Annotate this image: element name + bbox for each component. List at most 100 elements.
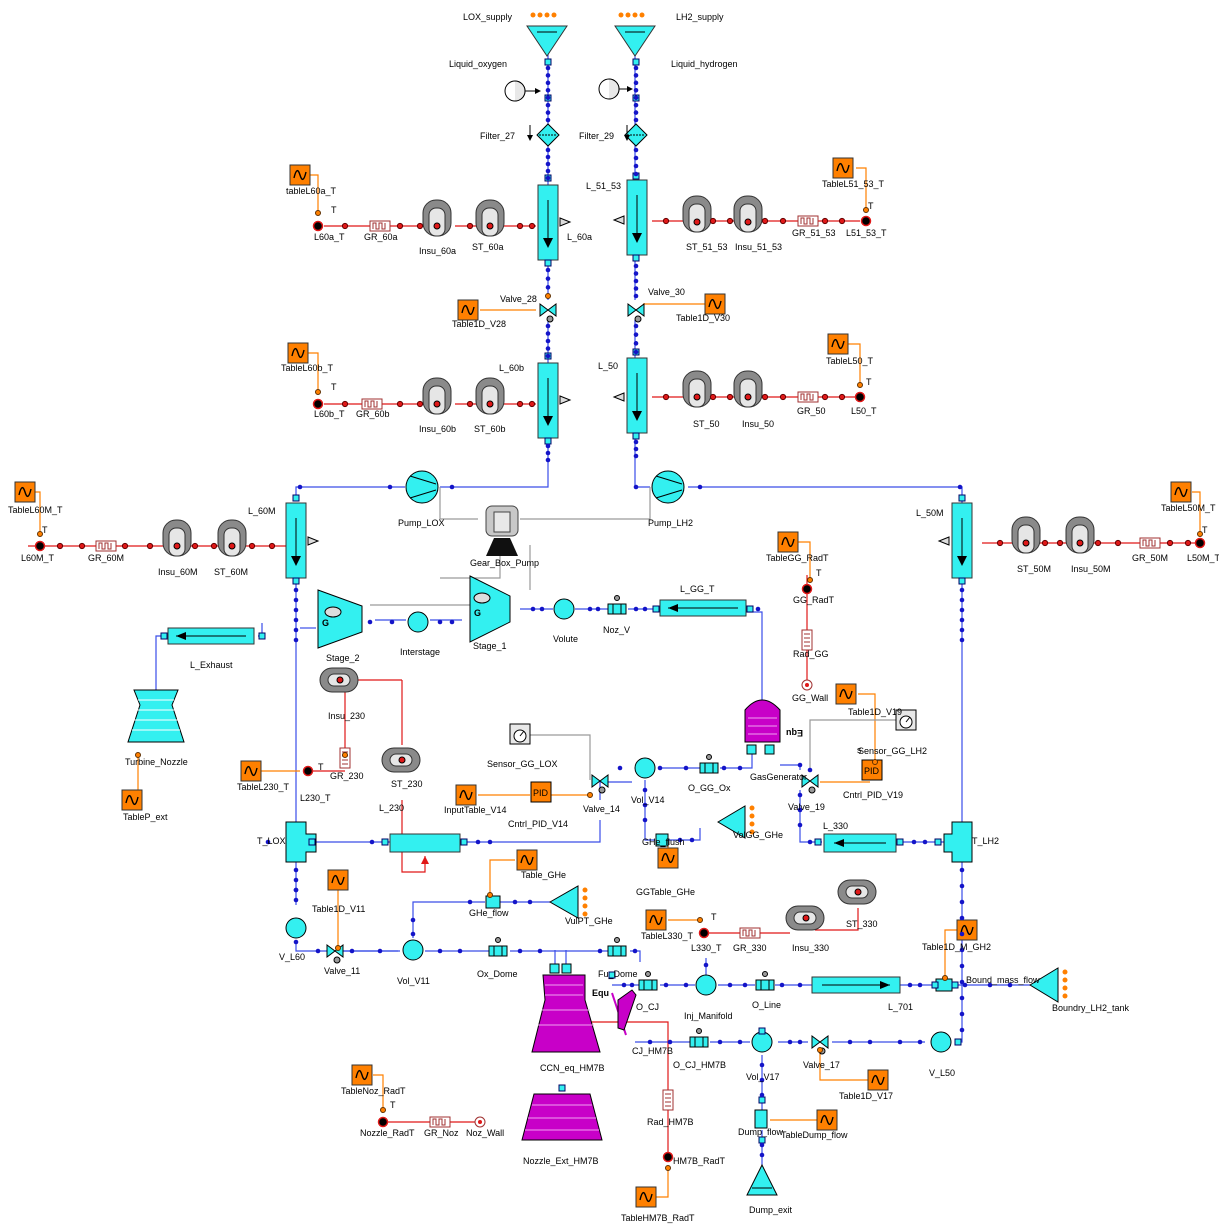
insu-60m-icon[interactable] (163, 520, 191, 556)
table-gg-radt-icon[interactable] (778, 532, 798, 552)
l60a-t-node-icon[interactable] (314, 222, 323, 231)
st-51-53-icon[interactable] (683, 196, 711, 232)
liquid-hydrogen-icon[interactable] (599, 79, 632, 99)
pipe-l-50-icon[interactable] (614, 358, 647, 433)
st-60a-icon[interactable] (476, 200, 504, 236)
valve-28-icon[interactable] (540, 304, 556, 322)
rad-gg-resistor-icon[interactable] (802, 630, 812, 650)
hm7b-radt-node-icon[interactable] (664, 1153, 673, 1162)
table1d-v19-icon[interactable] (836, 684, 856, 704)
table-dump-flow-icon[interactable] (817, 1110, 837, 1130)
table-ghe-icon[interactable] (517, 850, 537, 870)
valve-30-icon[interactable] (628, 304, 644, 322)
pipe-l-230-icon[interactable] (390, 834, 460, 866)
pump-lox-icon[interactable] (406, 471, 438, 503)
o-cj-hm7b-icon[interactable] (690, 1029, 708, 1048)
l50m-t-node-icon[interactable] (1196, 539, 1205, 548)
gr-50-resistor-icon[interactable] (798, 392, 818, 402)
pid-v19-icon[interactable]: PID (862, 760, 882, 780)
l50-t-node-icon[interactable] (856, 393, 865, 402)
l60b-t-node-icon[interactable] (314, 400, 323, 409)
turbine-stage-1-icon[interactable]: G (470, 576, 510, 642)
gg-radt-node-icon[interactable] (803, 585, 812, 594)
table1d-m-gh2-icon[interactable] (957, 920, 977, 940)
volute-volume-icon[interactable] (554, 599, 574, 619)
rad-hm7b-resistor-icon[interactable] (663, 1090, 673, 1110)
volume-v-l60-icon[interactable] (286, 918, 306, 938)
l60m-t-node-icon[interactable] (36, 542, 45, 551)
filter-29-icon[interactable] (625, 124, 647, 146)
table1d-v11-icon[interactable] (328, 870, 348, 890)
volume-vol-v11-icon[interactable] (403, 940, 423, 960)
boundary-lh2-tank-icon[interactable] (1030, 968, 1068, 1002)
ox-dome-icon[interactable] (489, 938, 507, 957)
table-l60a-t-icon[interactable] (290, 165, 310, 185)
gg-table-ghe-icon[interactable] (658, 848, 678, 868)
turbine-nozzle-icon[interactable] (128, 690, 184, 742)
volume-v-l50-icon[interactable] (931, 1032, 951, 1052)
table-l51-53-t-icon[interactable] (833, 158, 853, 178)
gg-wall-icon[interactable] (802, 680, 812, 690)
cj-hm7b-icon[interactable] (618, 990, 636, 1030)
lh2-supply-icon[interactable] (615, 13, 655, 57)
volume-inj-manifold-icon[interactable] (696, 975, 716, 995)
gr-60b-resistor-icon[interactable] (362, 399, 382, 409)
pipe-l-60b-icon[interactable] (538, 363, 570, 438)
volume-vol-v14-icon[interactable] (635, 758, 655, 778)
nozzle-radt-node-icon[interactable] (379, 1118, 388, 1127)
noz-wall-icon[interactable] (475, 1117, 485, 1127)
table-l230-t-icon[interactable] (241, 761, 261, 781)
sensor-gg-lox-icon[interactable] (510, 724, 530, 744)
table-noz-radt-icon[interactable] (352, 1065, 372, 1085)
pipe-l-330-icon[interactable] (824, 834, 896, 852)
table-l50-t-icon[interactable] (828, 334, 848, 354)
vul-pt-ghe-icon[interactable] (550, 886, 588, 918)
insu-230-icon[interactable] (320, 668, 358, 692)
l230-t-node-icon[interactable] (304, 767, 313, 776)
st-330-icon[interactable] (838, 880, 876, 904)
o-gg-ox-icon[interactable] (700, 755, 718, 774)
st-60b-icon[interactable] (476, 378, 504, 414)
liquid-oxygen-icon[interactable] (505, 81, 540, 101)
table-hm7b-radt-icon[interactable] (636, 1187, 656, 1207)
turbine-stage-2-icon[interactable]: G (318, 590, 362, 648)
insu-60a-icon[interactable] (423, 200, 451, 236)
table-l50m-t-icon[interactable] (1171, 482, 1191, 502)
input-table-v14-icon[interactable] (456, 785, 476, 805)
insu-330-icon[interactable] (786, 906, 824, 930)
gr-60m-resistor-icon[interactable] (96, 541, 116, 551)
fu-dome-icon[interactable] (608, 938, 626, 957)
interstage-volume-icon[interactable] (408, 612, 428, 632)
table-p-ext-icon[interactable] (122, 790, 142, 810)
st-50m-icon[interactable] (1012, 517, 1040, 553)
noz-v-icon[interactable] (608, 596, 626, 615)
table-l330-t-icon[interactable] (646, 910, 666, 930)
gas-generator-icon[interactable]: Equ (745, 700, 803, 754)
st-230-icon[interactable] (382, 748, 420, 772)
pipe-l-701-icon[interactable] (812, 977, 900, 993)
gr-51-53-resistor-icon[interactable] (798, 216, 818, 226)
tee-lh2-icon[interactable] (944, 822, 972, 862)
gear-box-pump-icon[interactable] (486, 506, 518, 556)
lox-supply-icon[interactable] (527, 13, 567, 57)
table-l60m-t-icon[interactable] (15, 482, 35, 502)
ghe-flow-icon[interactable] (486, 896, 500, 908)
gr-50m-resistor-icon[interactable] (1140, 538, 1160, 548)
pipe-l-gg-t-icon[interactable] (660, 600, 746, 616)
gr-noz-resistor-icon[interactable] (430, 1117, 450, 1127)
l330-t-node-icon[interactable] (700, 929, 709, 938)
o-cj-icon[interactable] (639, 972, 657, 991)
pipe-l-51-53-icon[interactable] (614, 180, 647, 255)
filter-27-icon[interactable] (530, 124, 559, 146)
insu-50m-icon[interactable] (1066, 517, 1094, 553)
l51-53-t-node-icon[interactable] (862, 217, 871, 226)
pump-lh2-icon[interactable] (652, 471, 684, 503)
pid-v14-icon[interactable]: PID (531, 782, 551, 802)
o-line-icon[interactable] (756, 972, 774, 991)
table1d-v17-icon[interactable] (868, 1070, 888, 1090)
dump-exit-icon[interactable] (747, 1165, 777, 1195)
volume-vol-v17-icon[interactable] (752, 1032, 772, 1052)
pipe-l-50m-icon[interactable] (939, 503, 972, 578)
dump-flow-icon[interactable] (755, 1110, 767, 1128)
gr-330-resistor-icon[interactable] (740, 928, 760, 938)
